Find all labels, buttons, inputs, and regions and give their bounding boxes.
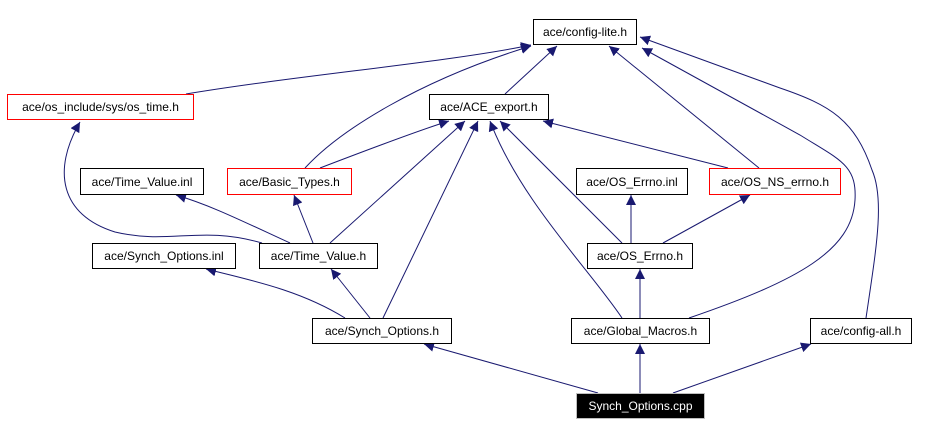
node-synch-options-cpp[interactable]: Synch_Options.cpp xyxy=(576,393,705,419)
edge-os_time-to-config_lite xyxy=(185,42,532,95)
node-os-ns-errno[interactable]: ace/OS_NS_errno.h xyxy=(709,168,841,195)
edge-time_value_h-to-basic_types xyxy=(293,194,314,244)
edge-ace_export-to-config_lite xyxy=(504,45,558,95)
edge-synch_options_cpp-to-synch_options_h xyxy=(423,341,599,394)
node-basic-types[interactable]: ace/Basic_Types.h xyxy=(227,168,352,195)
edge-os_ns_errno-to-ace_export xyxy=(542,118,729,169)
node-global-macros[interactable]: ace/Global_Macros.h xyxy=(571,318,710,344)
edge-time_value_h-to-time_value_inl xyxy=(175,193,291,244)
node-os-errno-inl[interactable]: ace/OS_Errno.inl xyxy=(576,168,688,195)
edge-synch_options_h-to-ace_export xyxy=(382,120,479,319)
edge-time_value_h-to-ace_export xyxy=(329,120,466,244)
node-time-value-h[interactable]: ace/Time_Value.h xyxy=(259,243,378,269)
edge-synch_options_h-to-synch_options_inl xyxy=(205,266,346,319)
node-os-time[interactable]: ace/os_include/sys/os_time.h xyxy=(7,94,194,120)
edge-global_macros-to-config_lite xyxy=(641,47,856,319)
node-synch-options-h[interactable]: ace/Synch_Options.h xyxy=(312,318,452,344)
node-config-lite[interactable]: ace/config-lite.h xyxy=(533,19,637,45)
edge-basic_types-to-ace_export xyxy=(319,119,450,169)
edge-synch_options_h-to-time_value_h xyxy=(330,268,371,319)
node-config-all[interactable]: ace/config-all.h xyxy=(810,318,912,344)
edge-synch_options_cpp-to-config_all xyxy=(672,342,812,394)
edge-config_all-to-config_lite xyxy=(639,35,879,319)
edge-time_value_h-to-os_time xyxy=(63,121,263,244)
node-time-value-inl[interactable]: ace/Time_Value.inl xyxy=(80,168,204,195)
node-synch-options-inl[interactable]: ace/Synch_Options.inl xyxy=(92,243,236,269)
edge-os_errno_h-to-os_ns_errno xyxy=(662,194,751,244)
edge-global_macros-to-ace_export xyxy=(488,120,623,319)
node-ace-export[interactable]: ace/ACE_export.h xyxy=(429,94,549,120)
edge-os_errno_h-to-ace_export xyxy=(499,120,623,244)
node-os-errno-h[interactable]: ace/OS_Errno.h xyxy=(587,243,693,269)
edge-basic_types-to-config_lite xyxy=(304,44,532,169)
edge-os_ns_errno-to-config_lite xyxy=(608,45,760,169)
